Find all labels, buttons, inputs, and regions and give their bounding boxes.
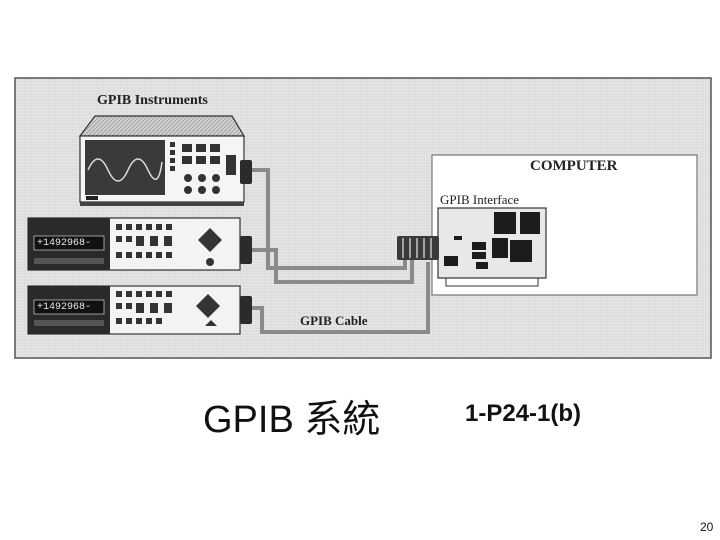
figure-caption-title: GPIB 系統 bbox=[203, 399, 381, 441]
instrument-2 bbox=[27, 217, 241, 271]
figure-caption-code: 1-P24-1(b) bbox=[465, 400, 582, 427]
oscilloscope-instrument bbox=[78, 115, 246, 206]
instruments-label: GPIB Instruments bbox=[97, 93, 208, 108]
page-number: 20 bbox=[700, 520, 714, 534]
instrument-display-readout: +1492968- bbox=[37, 302, 92, 313]
computer-label: COMPUTER bbox=[530, 158, 618, 174]
interface-label: GPIB Interface bbox=[440, 192, 520, 207]
gpib-interface-card bbox=[437, 207, 547, 287]
instrument-connector bbox=[240, 160, 252, 324]
cable-label: GPIB Cable bbox=[300, 313, 368, 328]
instrument-3 bbox=[27, 285, 241, 335]
instrument-display-readout: +1492968- bbox=[37, 238, 92, 249]
gpib-cable bbox=[252, 168, 430, 334]
interface-connector bbox=[397, 236, 439, 260]
